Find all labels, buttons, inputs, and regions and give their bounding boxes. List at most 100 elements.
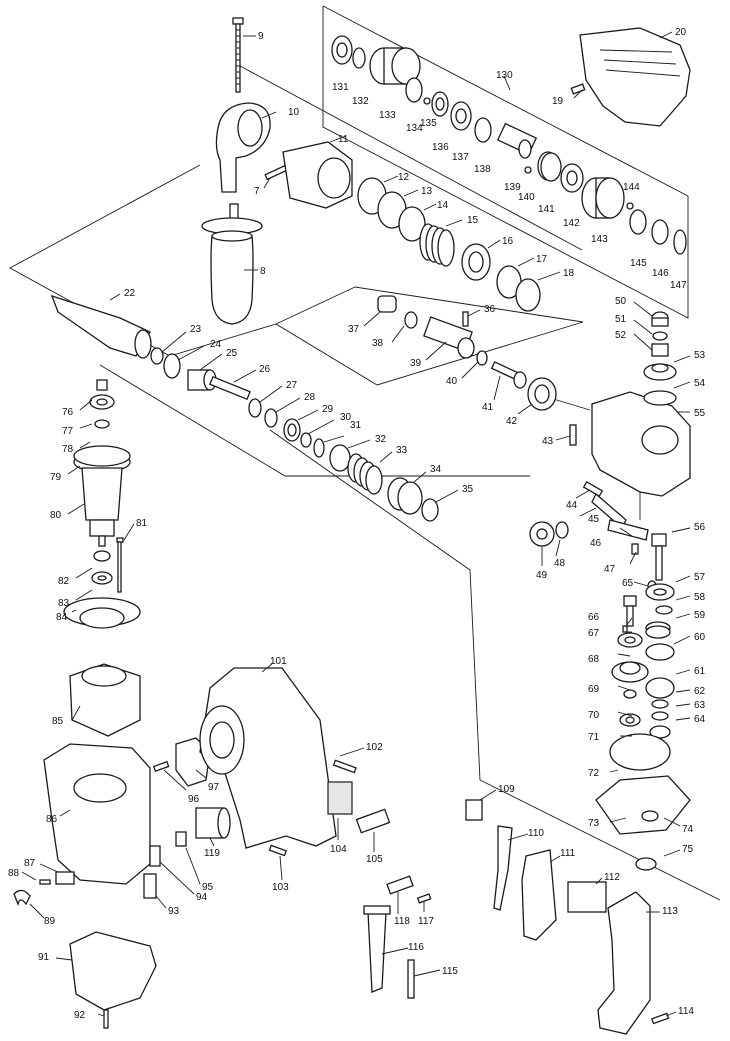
callout-92: 92 [74,1010,86,1021]
part-118 [386,875,414,895]
callout-75: 75 [682,844,694,855]
callout-142: 142 [563,218,580,229]
callout-130: 130 [496,70,513,81]
part-112 [567,881,607,913]
callout-22: 22 [124,288,136,299]
callout-84: 84 [56,612,68,623]
callout-13: 13 [421,186,433,197]
callout-44: 44 [566,500,578,511]
callout-37: 37 [348,324,360,335]
part-74 [641,810,659,822]
callout-74: 74 [682,824,694,835]
callout-41: 41 [482,402,494,413]
part-84-baffle [63,597,141,629]
part-87 [55,871,75,885]
part-68-bearing [617,632,643,648]
part-41-crank [490,361,527,389]
callout-110: 110 [528,828,544,839]
callout-8: 8 [260,266,266,277]
callout-119: 119 [204,848,220,859]
callout-76: 76 [62,407,74,418]
part-85-field [69,663,141,737]
part-30 [300,432,312,448]
part-48 [555,521,569,539]
callout-19: 19 [552,96,564,107]
part-53 [643,363,677,381]
part-54 [643,390,677,406]
callout-104: 104 [330,844,347,855]
callout-60: 60 [694,632,706,643]
callout-117: 117 [418,916,434,927]
part-79-gear [73,445,131,473]
part-37 [377,295,397,313]
part-46-plate [607,519,649,541]
part-116 [363,905,391,993]
callout-43: 43 [542,436,554,447]
part-88-screw [39,879,51,885]
part-11-housing [282,141,353,209]
callout-26: 26 [259,364,271,375]
part-96-screw [152,760,170,773]
callout-labels: 9 10 11 7 8 12 13 14 15 16 17 18 19 20 2… [8,27,706,1021]
callout-53: 53 [694,350,706,361]
part-49-knob [529,521,555,547]
part-133 [369,47,421,85]
part-43-screw [569,424,577,446]
callout-109: 109 [498,784,515,795]
part-50 [651,311,669,327]
part-131 [331,35,353,65]
part-109 [465,799,483,821]
callout-71: 71 [588,732,600,743]
part-20-cover: makita [579,27,691,127]
part-19-screw [570,83,586,95]
callout-61: 61 [694,666,706,677]
part-76 [96,379,108,391]
callout-116: 116 [408,942,424,953]
part-80-armature [81,467,123,547]
callout-57: 57 [694,572,706,583]
callout-63: 63 [694,700,706,711]
part-104-label [327,781,353,815]
part-63 [651,711,669,721]
callout-18: 18 [563,268,575,279]
callout-105: 105 [366,854,383,865]
callout-46: 46 [590,538,602,549]
part-132 [352,47,366,69]
part-93 [143,873,157,899]
callout-146: 146 [652,268,669,279]
callout-68: 68 [588,654,600,665]
part-89 [13,889,31,907]
callout-111: 111 [560,848,576,859]
part-14-ring [398,206,426,242]
part-137 [450,101,472,131]
callout-115: 115 [442,966,458,977]
callout-69: 69 [588,684,600,695]
part-119-sleeve [195,807,231,839]
part-95 [175,831,187,847]
part-44-spring [582,481,604,497]
callout-81: 81 [136,518,148,529]
part-23 [150,347,164,365]
callout-58: 58 [694,592,706,603]
callout-7: 7 [254,186,260,197]
part-29 [283,418,301,442]
callout-27: 27 [286,380,298,391]
part-55-crank-housing [591,391,691,497]
callout-34: 34 [430,464,442,475]
part-142 [560,163,584,193]
part-82-bearing [91,571,113,585]
leader-lines [21,31,691,1017]
callout-32: 32 [375,434,387,445]
part-146 [651,219,669,245]
part-33-spring [347,453,383,495]
callout-144: 144 [623,182,640,193]
part-144 [626,202,634,210]
part-60-gear [645,643,675,661]
part-24 [163,353,181,379]
callout-134: 134 [406,123,423,134]
callout-112: 112 [604,872,620,883]
part-103-screw [268,844,288,857]
part-71-bearing [619,713,641,727]
part-69-gear [611,661,649,683]
